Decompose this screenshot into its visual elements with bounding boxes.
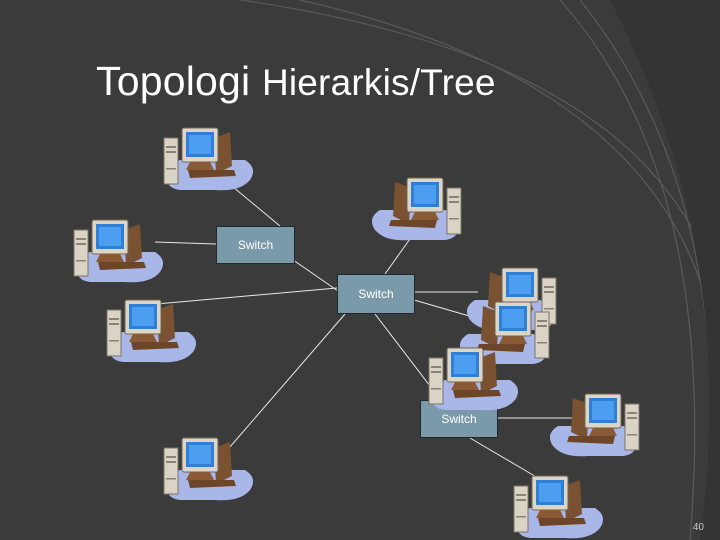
switch-label: Switch	[441, 412, 477, 426]
link-pc2-switch1	[154, 241, 217, 245]
title-word-1: Topologi	[96, 58, 251, 104]
switch-label: Switch	[237, 238, 274, 252]
switch-2: Switch	[337, 274, 415, 314]
link-pc4-switch2	[144, 287, 338, 306]
switch-label: Switch	[358, 287, 394, 301]
computer-icon	[160, 428, 260, 513]
computer-icon	[425, 338, 525, 423]
computer-icon	[365, 168, 465, 253]
page-title: Topologi Hierarkis/Tree	[96, 58, 496, 105]
computer-icon	[510, 466, 610, 540]
link-switch2-pc8	[209, 313, 346, 471]
computer-icon	[70, 210, 170, 295]
computer-icon	[543, 384, 643, 469]
computer-icon	[160, 118, 260, 203]
switch-1: Switch	[216, 226, 295, 264]
page-number: 40	[692, 522, 704, 533]
computer-icon	[103, 290, 203, 375]
title-word-2: Hierarkis/Tree	[261, 62, 496, 103]
